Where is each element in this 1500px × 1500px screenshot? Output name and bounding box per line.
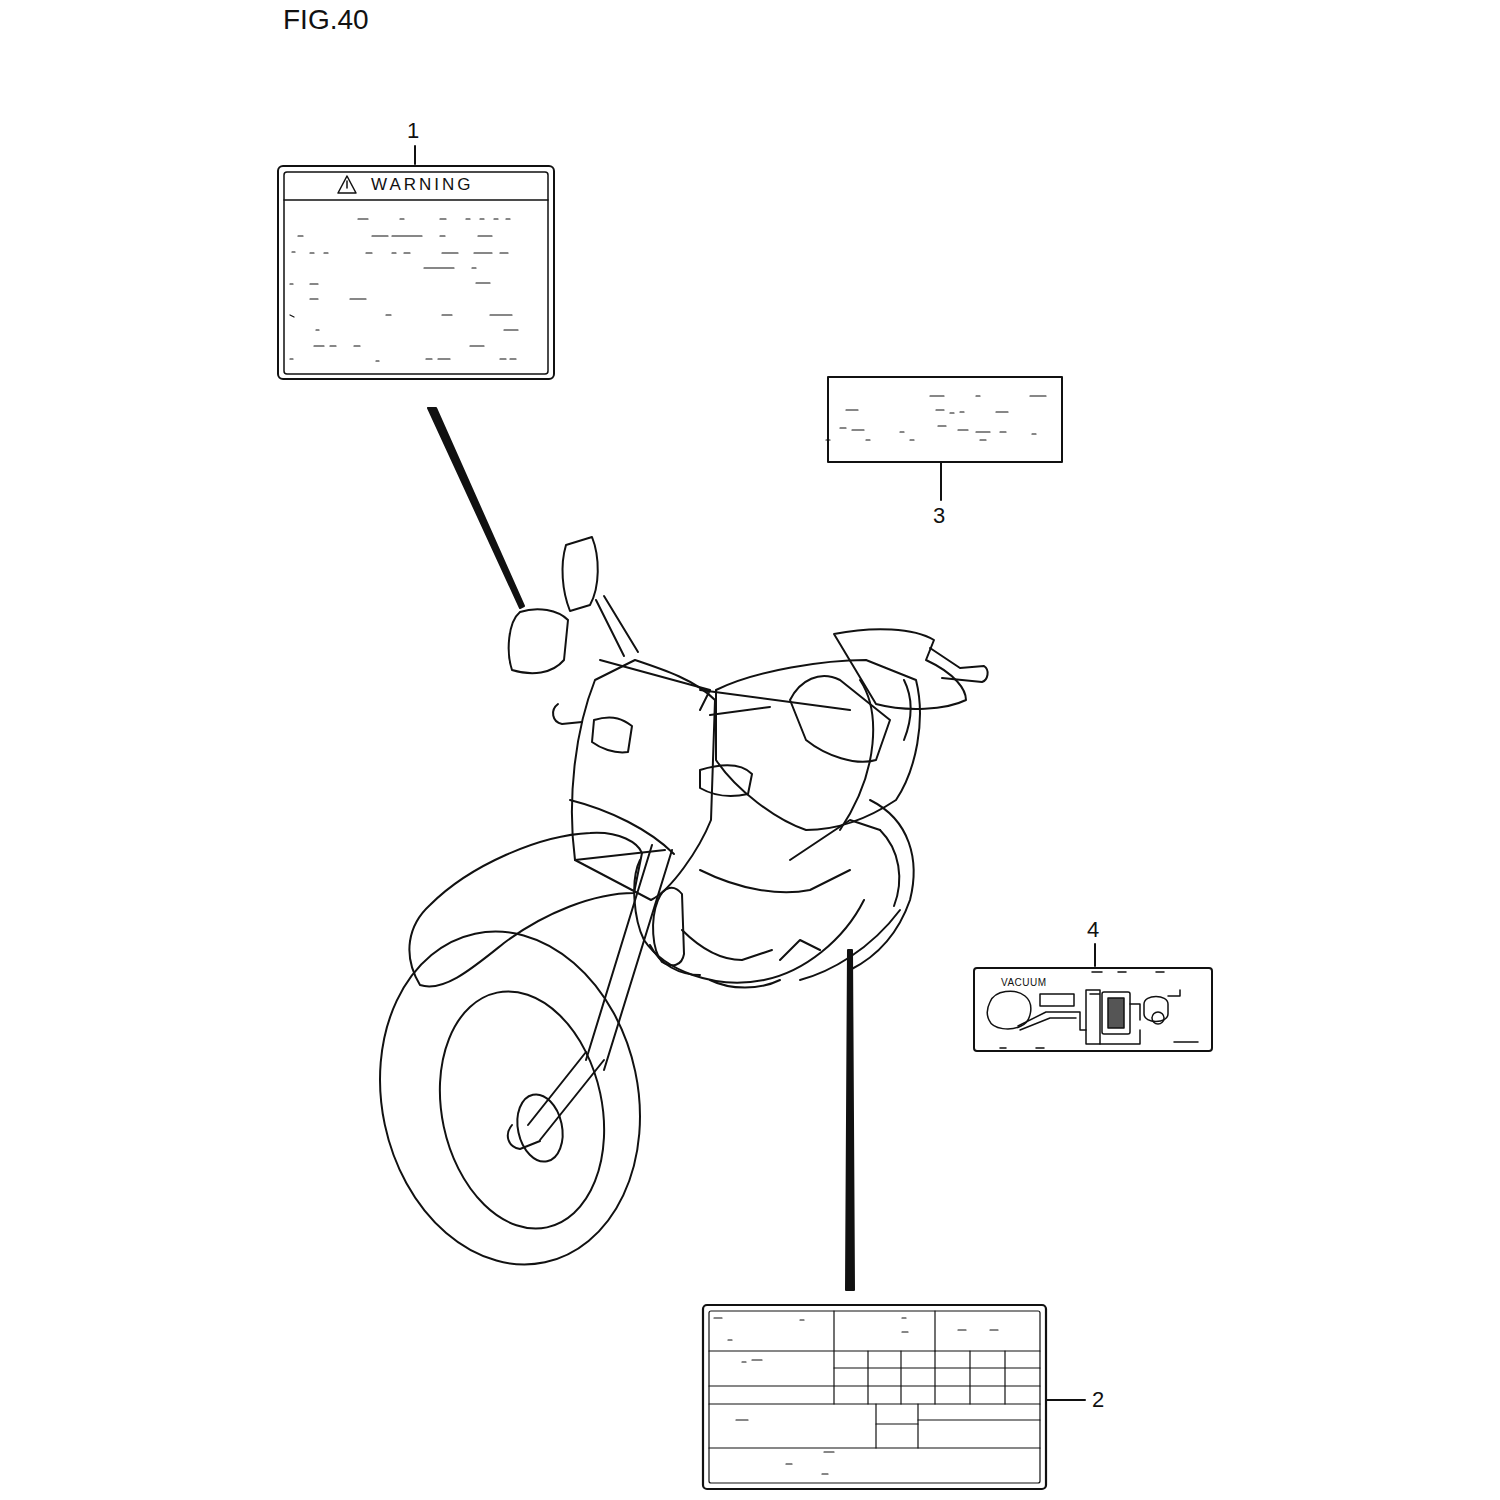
callout-number: 2 (1092, 1389, 1104, 1411)
leader-lines (415, 146, 1095, 1400)
callout-number: 4 (1087, 919, 1099, 941)
callout-number: 3 (933, 505, 945, 527)
callout-number: 1 (407, 120, 419, 142)
warning-sticker: WARNING (277, 165, 555, 380)
spec-plate-art (703, 1305, 1046, 1489)
warning-sticker-art (284, 172, 548, 374)
sticker-heading: WARNING (371, 175, 474, 195)
sticker-heading: VACUUM (1001, 977, 1047, 988)
vacuum-sticker-art (987, 972, 1198, 1048)
figure-title: FIG.40 (283, 6, 369, 34)
motorcycle-illustration (350, 537, 988, 1289)
vacuum-hose-sticker: VACUUM (973, 967, 1213, 1052)
sticker-3-art (826, 377, 1062, 462)
